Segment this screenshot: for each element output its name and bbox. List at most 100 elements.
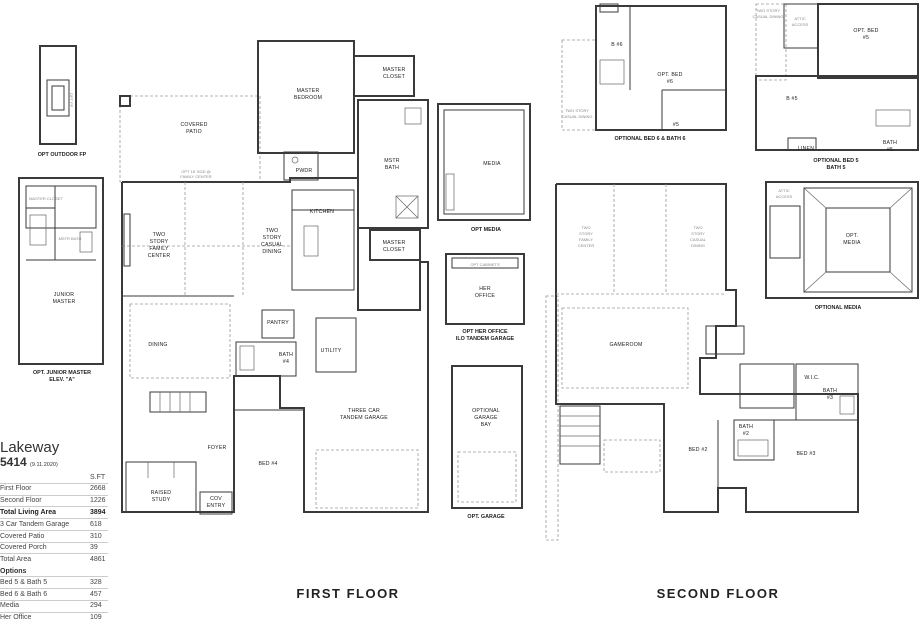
optional-bed5-caption-2: BATH 5 <box>826 165 845 171</box>
area-row-label: Bed 6 & Bath 6 <box>0 590 48 598</box>
two-story-5-label: TWO STORY <box>756 8 780 13</box>
b5-label: B #5 <box>786 96 797 102</box>
opt-her-office-caption-1: OPT HER OFFICE <box>462 329 508 335</box>
casual-casual-label: CASUAL <box>261 242 283 248</box>
bedroom-label: BEDROOM <box>294 95 322 101</box>
opt-junior-master-plan: MASTER CLOSET MSTR BATH JUNIOR MASTER <box>18 177 104 365</box>
optional-bed5-bath5-plan <box>755 3 919 151</box>
plan-number-line: 5414 (9.11.2020) <box>0 456 108 472</box>
opt-sgd-note: OPT 16' SGD @ <box>181 169 210 174</box>
master-label: MASTER <box>297 88 320 94</box>
area-row-value: 4861 <box>90 556 106 564</box>
opt-bed6-label: OPT. BED <box>657 72 682 78</box>
tandem-garage-label: TANDEM GARAGE <box>340 415 388 421</box>
pwdr-label: PWDR <box>296 168 313 174</box>
master-closet-top-label-1: MASTER <box>383 67 406 73</box>
area-row-value: 3894 <box>90 508 106 516</box>
area-row-label: Bed 5 & Bath 5 <box>0 578 48 586</box>
bath3-label-2: #3 <box>827 395 833 401</box>
sf-family-two-label: TWO <box>581 225 590 230</box>
opt-bed5-label: OPT. BED <box>853 28 878 34</box>
jm-master-closet-label: MASTER CLOSET <box>29 196 63 201</box>
attic-media-label: ATTIC <box>778 188 789 193</box>
bath2-label-2: #2 <box>743 431 749 437</box>
family-center-note: FAMILY CENTER <box>180 174 212 179</box>
opt-fp-label: OPT FP <box>69 93 74 108</box>
area-row: Covered Patio 310 <box>0 529 108 542</box>
bath4-label-1: BATH <box>279 352 293 358</box>
optional-bed6-caption: OPTIONAL BED 6 & BATH 6 <box>614 136 685 142</box>
area-row-label: Covered Patio <box>0 532 45 540</box>
her-label: HER <box>479 286 491 292</box>
opt-outdoor-fp-plan: OPT FP <box>39 45 77 145</box>
bay-label: BAY <box>481 422 492 428</box>
casual-dining-5-label: CASUAL DINING <box>753 14 784 19</box>
master-closet-top-label-2: CLOSET <box>383 74 406 80</box>
optional-media-plan <box>765 181 919 299</box>
sqft-header-row: S.FT <box>0 472 108 483</box>
garage-label: GARAGE <box>474 415 498 421</box>
opt-media-room-label: OPT. <box>846 233 858 239</box>
area-row-label: First Floor <box>0 485 32 493</box>
plan-date: (9.11.2020) <box>30 462 58 468</box>
opt-junior-master-caption-1: OPT. JUNIOR MASTER <box>33 370 91 376</box>
dining-room-label: DINING <box>148 342 167 348</box>
optional-bed5-caption-1: OPTIONAL BED 5 <box>813 158 858 164</box>
area-row-value: 2668 <box>90 485 106 493</box>
master-closet-bot-label-2: CLOSET <box>383 247 406 253</box>
opt-junior-master-caption-2: ELEV. "A" <box>49 377 75 383</box>
three-car-label: THREE CAR <box>348 408 380 414</box>
sf-casual-casual-label: CASUAL <box>690 237 707 242</box>
plan-name: Lakeway <box>0 439 60 456</box>
opt-media-plan <box>437 103 531 221</box>
mstr-bath-label: BATH <box>385 165 399 171</box>
area-row-value: 39 <box>90 544 98 552</box>
bed3-label: BED #3 <box>796 451 815 457</box>
access-5-label: ACCESS <box>792 22 809 27</box>
opt-garage-plan <box>451 365 523 509</box>
area-row-value: 328 <box>90 578 102 586</box>
opt-her-office-caption-2: ILO TANDEM GARAGE <box>456 336 515 342</box>
options-header: Options <box>0 568 27 576</box>
jm-junior-label: JUNIOR <box>54 292 75 298</box>
second-floor-title: SECOND FLOOR <box>657 586 780 601</box>
sf-family-story-label: STORY <box>579 231 593 236</box>
opt-garage-caption: OPT. GARAGE <box>467 514 505 520</box>
bath5-label-1: BATH <box>883 140 897 146</box>
sf-family-center-label: CENTER <box>578 243 595 248</box>
jm-mstr-bath-label: MSTR BATH <box>59 236 82 241</box>
cov-label: COV <box>210 496 222 502</box>
plan-info-panel: Lakeway 5414 (9.11.2020) S.FT First Floo… <box>0 440 108 623</box>
area-row-label: Second Floor <box>0 497 42 505</box>
access-media-label: ACCESS <box>776 194 793 199</box>
area-row-label: Total Living Area <box>0 508 57 516</box>
raised-label: RAISED <box>151 490 172 496</box>
area-row-label: 3 Car Tandem Garage <box>0 520 70 528</box>
jm-master-label: MASTER <box>53 299 76 305</box>
family-two-label: TWO <box>153 232 166 238</box>
casual-dining-6-label: CASUAL DINING <box>562 114 593 119</box>
optional-label: OPTIONAL <box>472 408 500 414</box>
casual-dining-label: DINING <box>262 249 281 255</box>
area-row: Total Living Area 3894 <box>0 506 108 518</box>
sf-family-family-label: FAMILY <box>579 237 593 242</box>
sqft-header: S.FT <box>90 473 106 481</box>
her-cabinets-label: OPT CABINETS <box>470 262 500 267</box>
second-floor-plan <box>545 183 859 541</box>
sf-casual-story-label: STORY <box>691 231 705 236</box>
patio-label: PATIO <box>186 129 202 135</box>
b6-label: B #6 <box>611 42 622 48</box>
area-row-value: 310 <box>90 532 102 540</box>
area-row-value: 294 <box>90 602 102 610</box>
bath3-label-1: BATH <box>823 388 837 394</box>
first-floor-title: FIRST FLOOR <box>296 586 399 601</box>
wic-label: W.I.C. <box>804 375 819 381</box>
casual-two-label: TWO <box>266 228 279 234</box>
opt-outdoor-fp-caption: OPT OUTDOOR FP <box>38 152 87 158</box>
